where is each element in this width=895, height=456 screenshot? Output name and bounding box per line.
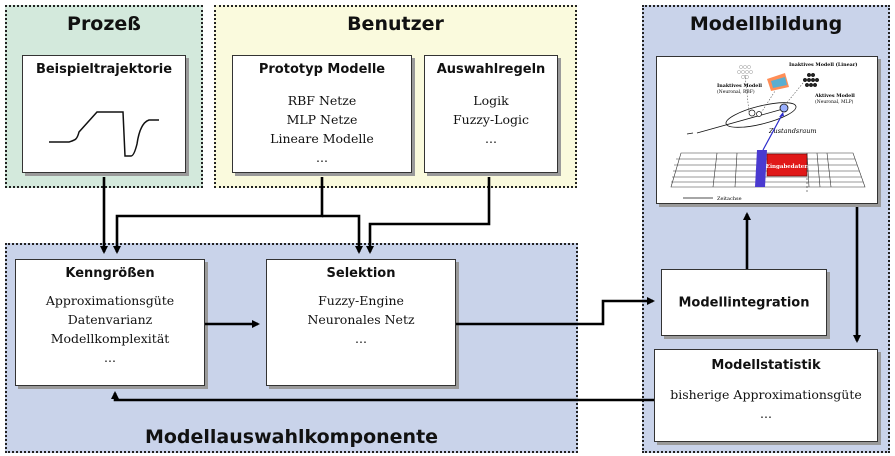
modellstatistik-line-1: bisherige Approximationsgüte — [670, 387, 862, 402]
beispieltrajektorie-box: Beispieltrajektorie — [22, 55, 186, 173]
modellbildung-illustration: Eingabedaten Zeitachse Zustandsraum Inak… — [656, 56, 878, 204]
inaktiv-neuronal-sub: (Neuronal, RBF) — [717, 88, 755, 95]
prototyp-line-3: Lineare Modelle — [270, 131, 374, 146]
modellstatistik-title: Modellstatistik — [711, 358, 821, 373]
auswahlregeln-line-3: ... — [485, 131, 497, 146]
kenngroessen-line-3: Modellkomplexität — [50, 331, 170, 346]
prozess-title: Prozeß — [67, 13, 141, 35]
arrow-prototyp-selektion — [322, 214, 363, 254]
zustandsraum-label: Zustandsraum — [768, 127, 817, 135]
beispieltrajektorie-title: Beispieltrajektorie — [35, 62, 173, 77]
modellintegration-title: Modellintegration — [678, 295, 810, 310]
input-column-blue — [755, 150, 767, 187]
modellbildung-title: Modellbildung — [689, 13, 843, 35]
modellintegration-box: Modellintegration — [661, 269, 827, 336]
selektion-line-3: ... — [355, 331, 367, 346]
benutzer-title: Benutzer — [347, 13, 444, 35]
aktiv-title: Aktives Modell — [814, 93, 855, 99]
kenngroessen-line-4: ... — [104, 350, 116, 365]
active-model-marker — [779, 103, 789, 113]
kenngroessen-box: Kenngrößen Approximationsgüte Datenvaria… — [15, 259, 205, 386]
inaktiv-linear-label: Inaktives Modell (Linear) — [789, 61, 858, 68]
trajectory-plot — [49, 111, 159, 157]
selektion-box: Selektion Fuzzy-Engine Neuronales Netz .… — [266, 259, 456, 386]
prototyp-modelle-title: Prototyp Modelle — [258, 62, 386, 77]
selektion-title: Selektion — [326, 266, 396, 281]
modellstatistik-line-2: ... — [760, 406, 772, 421]
inaktiv-neuronal-title: Inaktives Modell — [717, 83, 762, 89]
kenngroessen-line-2: Datenvarianz — [67, 312, 153, 327]
auswahlregeln-box: Auswahlregeln Logik Fuzzy-Logic ... — [424, 55, 558, 173]
state-space-ellipse — [725, 102, 797, 128]
arrow-auswahlregeln-selektion — [366, 177, 491, 254]
arrow-statistik-kenngroessen — [111, 391, 654, 402]
state-space-figure: Eingabedaten Zeitachse Zustandsraum Inak… — [670, 61, 866, 202]
prototyp-modelle-box: Prototyp Modelle RBF Netze MLP Netze Lin… — [232, 55, 412, 173]
auswahlregeln-line-1: Logik — [473, 93, 509, 108]
eingabedaten-label: Eingabedaten — [766, 164, 808, 170]
kenngroessen-title: Kenngrößen — [65, 266, 155, 281]
prototyp-line-1: RBF Netze — [287, 93, 357, 108]
prototyp-line-2: MLP Netze — [286, 112, 358, 127]
arrow-selektion-modellintegration — [456, 297, 655, 326]
selektion-line-2: Neuronales Netz — [307, 312, 415, 327]
auswahlregeln-title: Auswahlregeln — [436, 62, 546, 77]
kenngroessen-line-1: Approximationsgüte — [45, 293, 175, 308]
modellauswahl-title: Modellauswahlkomponente — [144, 426, 439, 448]
arrow-prototyp-kenngroessen — [113, 177, 324, 254]
modellstatistik-box: Modellstatistik bisherige Approximations… — [654, 349, 878, 442]
prototyp-line-4: ... — [316, 150, 328, 165]
zeitachse-label: Zeitachse — [717, 196, 742, 202]
aktiv-sub: (Neuronal, MLP) — [815, 98, 854, 105]
selektion-line-1: Fuzzy-Engine — [318, 293, 404, 308]
auswahlregeln-line-2: Fuzzy-Logic — [452, 112, 529, 127]
eingabedaten-bar — [766, 153, 808, 177]
